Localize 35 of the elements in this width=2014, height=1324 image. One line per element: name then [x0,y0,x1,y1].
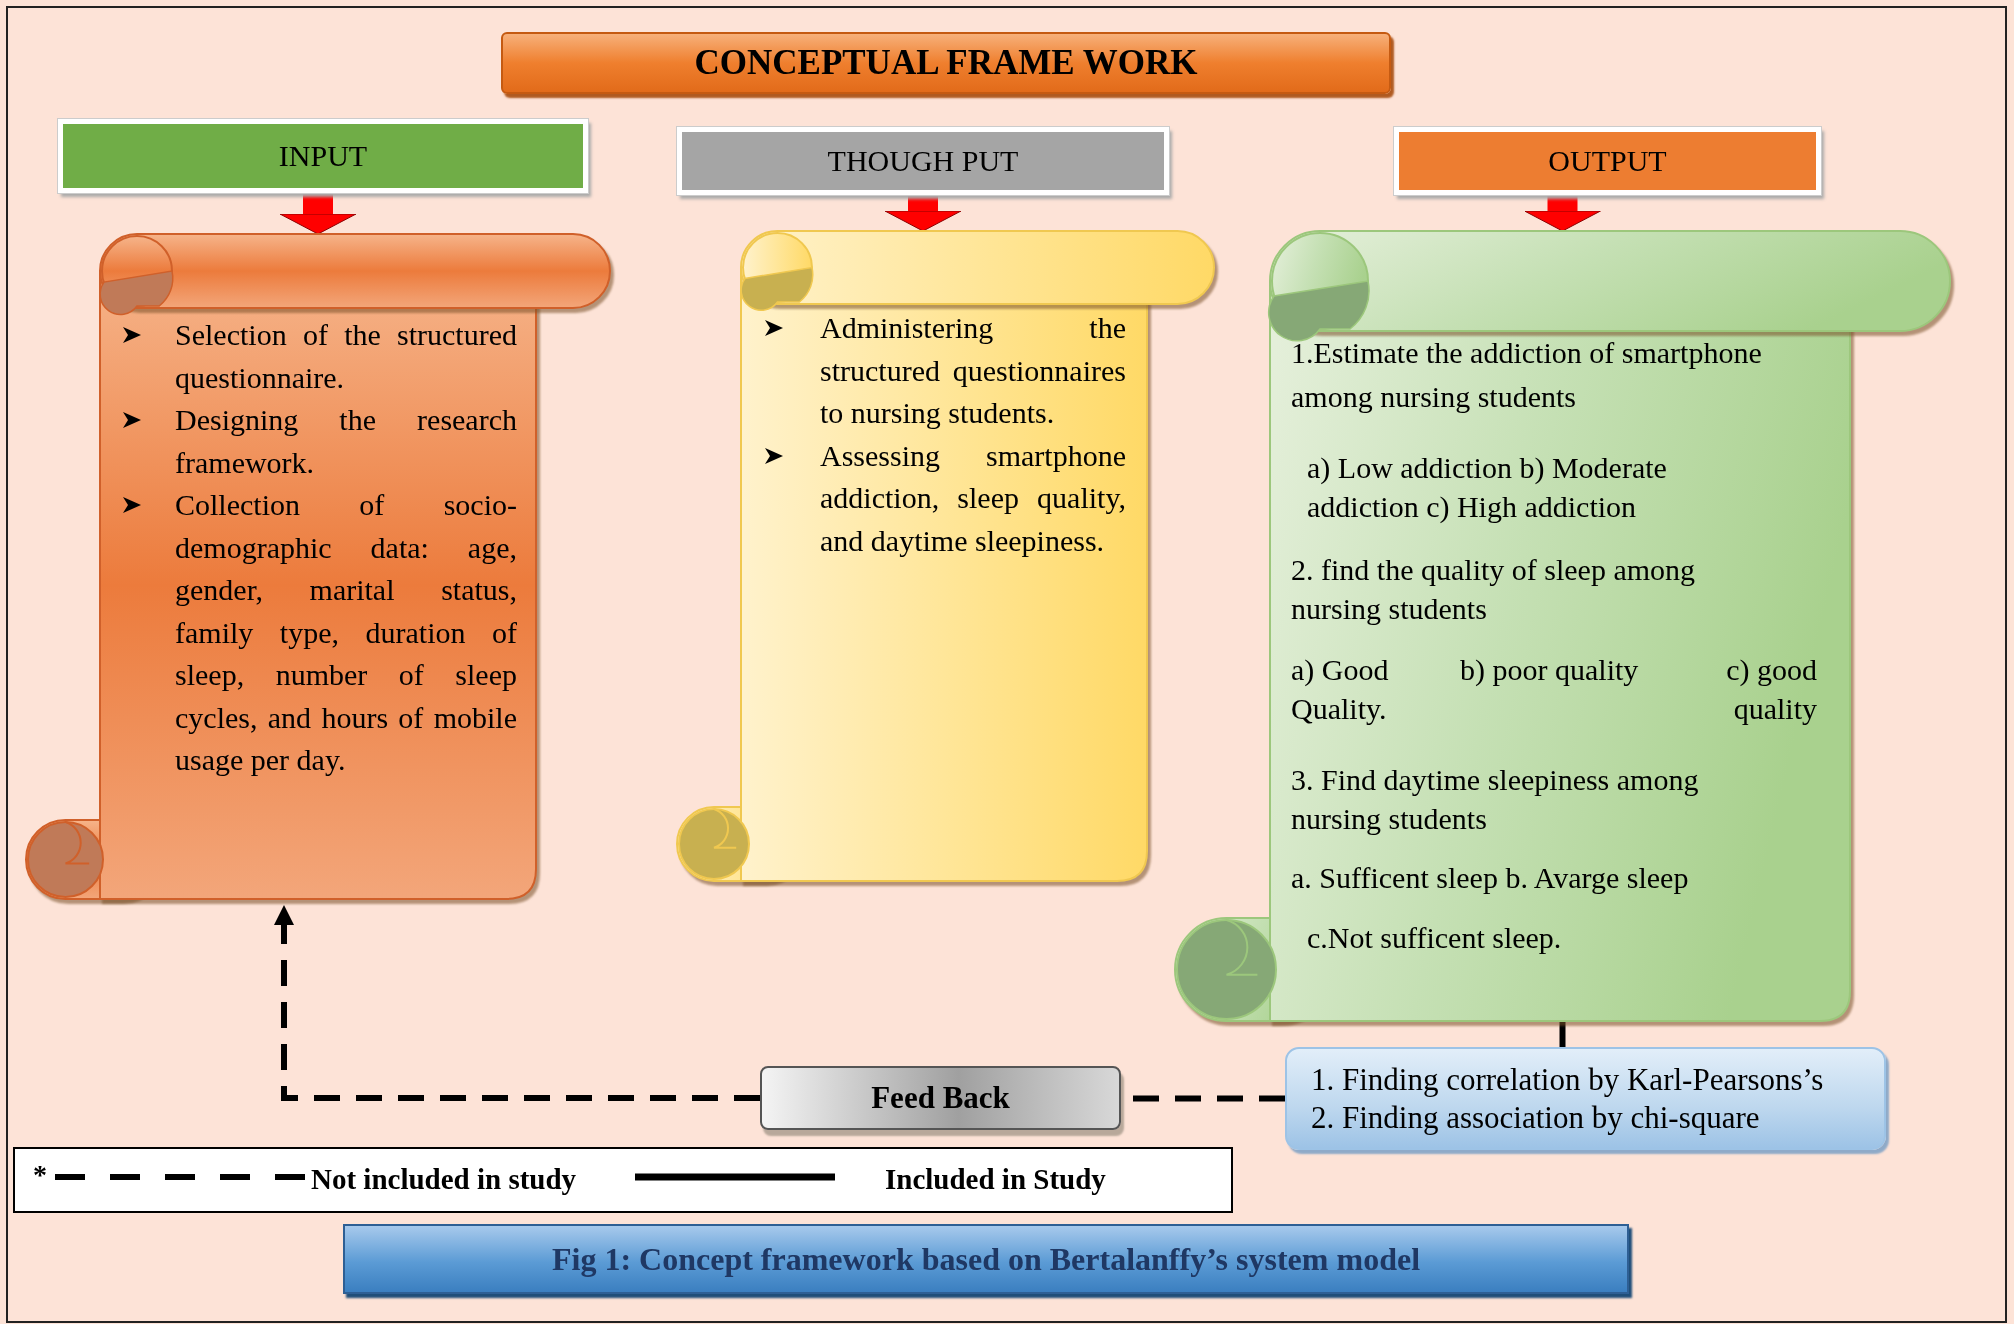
connector-line [1559,1021,1566,1047]
arrow [884,195,962,232]
header-text: THOUGH PUT [827,144,1019,178]
output-text: b) poor quality [1460,652,1640,688]
bullet-text: Administering the structured questionnaires to nursing students. [820,310,1126,431]
feedback-box [760,1066,1121,1130]
result-text: 1. Finding correlation by Karl-Pearsons’s [1311,1061,1825,1099]
output-text: a. Sufficent sleep b. Avarge sleep [1291,860,1690,896]
feedback-text: Feed Back [871,1080,1010,1116]
header-text: OUTPUT [1548,144,1667,178]
stage-header [58,119,588,193]
stage-header [677,127,1169,195]
title-text: CONCEPTUAL FRAME WORK [694,43,1198,83]
output-text: c) good quality [1725,652,1817,727]
output-text: 1.Estimate the addiction of smartphone among nursing students [1291,335,1763,415]
dashed-connector [274,905,760,1101]
caption-text: Fig 1: Concept framework based on Bertalanffy’s system model [552,1240,1420,1278]
bullet-text: Collection of socio-demographic data: age, gender, marital status, family type, duration of sleep, number of sleep cycles, and hours of mobile usage per day. [175,487,517,778]
bullet-text: Assessing smartphone addiction, sleep quality, and daytime sleepiness. [820,437,1126,559]
bullet-text: Designing the research framework. [175,402,517,481]
arrow [279,193,357,235]
output-text: a) Low addiction b) Moderate addiction c) High addiction [1307,450,1668,525]
output-text: a) Good Quality. [1291,652,1390,727]
bullet-text: Selection of the structured questionnaire. [175,317,517,396]
result-text: 2. Finding association by chi-square [1311,1099,1761,1137]
result-box [1285,1047,1886,1150]
header-text: INPUT [278,139,368,173]
legend-text: Included in Study [885,1163,1106,1196]
arrow [1524,195,1601,232]
output-text: 3. Find daytime sleepiness among nursing students [1291,762,1700,837]
output-text: 2. find the quality of sleep among nursing students [1291,552,1697,627]
stage-header [1394,127,1821,195]
footnote-mark: * [33,1159,47,1191]
output-text: c.Not sufficent sleep. [1307,920,1563,956]
legend-text: Not included in study [311,1163,577,1196]
